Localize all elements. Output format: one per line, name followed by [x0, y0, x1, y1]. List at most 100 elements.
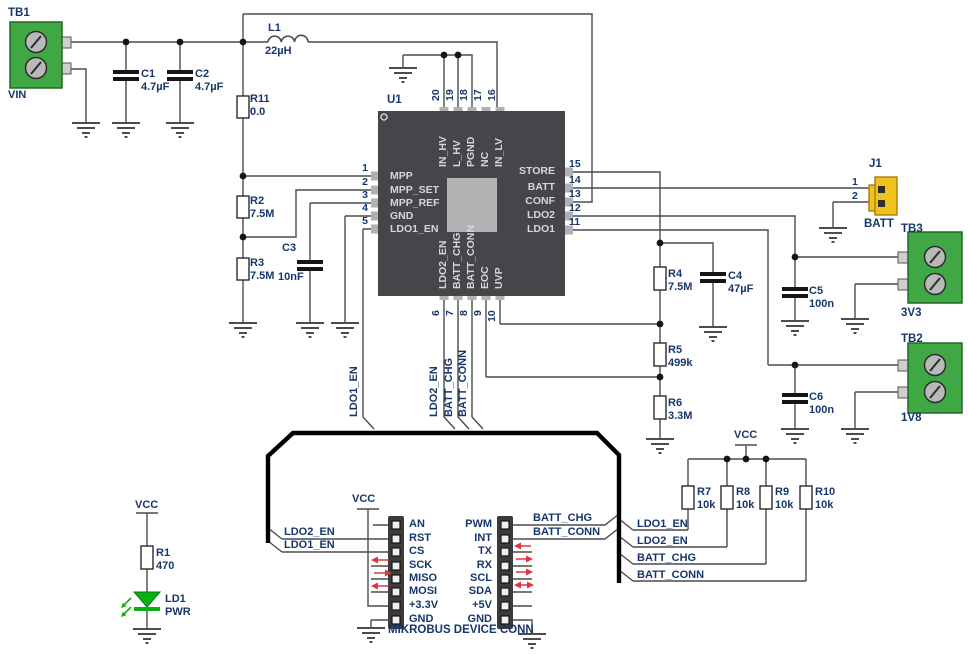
u1-pin10-num: 10	[486, 310, 498, 322]
net-batt-chg-vertical: BATT_CHG	[443, 357, 455, 417]
c6-value: 100n	[809, 404, 835, 416]
mikrobus-title: MIKROBUS DEVICE CONN	[388, 624, 534, 636]
l1-value: 22µH	[265, 45, 292, 57]
u1-pin-l-hv: L_HV	[451, 140, 463, 167]
wires	[71, 13, 898, 633]
r7-ref: R7	[697, 486, 712, 498]
led-ld1	[121, 591, 162, 617]
mikrobus-pin-gnd-right: GND	[467, 613, 492, 625]
tb2-ref: TB2	[901, 333, 923, 345]
net-ldo1-en-vertical: LDO1_EN	[348, 366, 360, 417]
signal-bus	[265, 430, 622, 583]
u1-pin-mpp: MPP	[390, 170, 413, 182]
u1-pin9-num: 9	[472, 310, 484, 316]
r6-value: 3.3M	[668, 410, 693, 422]
tb3-terminal[interactable]	[897, 231, 963, 304]
l1-ref: L1	[268, 22, 281, 34]
r8-value: 10k	[736, 499, 755, 511]
u1-ref: U1	[387, 94, 402, 106]
u1-pin6-num: 6	[430, 310, 442, 316]
r4-ref: R4	[668, 268, 683, 280]
r7-value: 10k	[697, 499, 716, 511]
u1-pin-batt-conn: BATT_CONN	[465, 225, 477, 289]
net-batt-conn-right: BATT_CONN	[637, 569, 705, 581]
r10-value: 10k	[815, 499, 834, 511]
mikrobus-pin-sda: SDA	[468, 585, 492, 597]
mikrobus-pin-an: AN	[409, 518, 425, 530]
r3-ref: R3	[250, 257, 265, 269]
c3-ref: C3	[282, 242, 297, 254]
u1-pin7-num: 7	[444, 310, 456, 316]
r2-ref: R2	[250, 195, 265, 207]
tb1-ref: TB1	[8, 7, 30, 19]
u1-chip	[371, 107, 573, 300]
net-batt-conn-mid: BATT_CONN	[533, 526, 601, 538]
c6-ref: C6	[809, 391, 824, 403]
net-ldo2-en-vertical: LDO2_EN	[428, 366, 440, 417]
mikrobus-pin-tx: TX	[477, 545, 492, 557]
pin1-marker	[380, 113, 388, 121]
mikrobus-pin-gnd-left: GND	[409, 613, 434, 625]
u1-pin-in-hv: IN_HV	[437, 136, 449, 167]
mikrobus-pin-3v3: +3.3V	[409, 599, 439, 611]
u1-pin-ldo1: LDO1	[526, 223, 555, 235]
net-ldo2-en-left: LDO2_EN	[284, 526, 335, 538]
u1-pin17-num: 17	[472, 89, 484, 101]
pullup-vcc-label: VCC	[734, 429, 758, 441]
mikrobus-pin-int: INT	[474, 532, 492, 544]
u1-pin18-num: 18	[458, 89, 470, 101]
r1-value: 470	[156, 560, 175, 572]
u1-pin-gnd: GND	[390, 210, 414, 222]
net-batt-chg-right: BATT_CHG	[637, 552, 697, 564]
mikrobus-left-header[interactable]	[388, 516, 404, 629]
u1-pin1-num: 1	[362, 162, 368, 174]
c5-ref: C5	[809, 285, 824, 297]
mikrobus-pin-mosi: MOSI	[409, 585, 438, 597]
c1-value: 4.7µF	[141, 81, 170, 93]
u1-pin-uvp: UVP	[493, 267, 505, 289]
mikrobus-vcc-label: VCC	[352, 493, 376, 505]
c2-ref: C2	[195, 68, 210, 80]
tb1-terminal[interactable]	[9, 21, 72, 89]
capacitors	[113, 70, 808, 404]
tb2-terminal[interactable]	[897, 342, 963, 414]
u1-pin11-num: 11	[569, 216, 581, 228]
net-batt-conn-vertical: BATT_CONN	[457, 349, 469, 417]
u1-pin2-num: 2	[362, 176, 368, 188]
u1-pin5-num: 5	[362, 215, 368, 227]
j1-connector[interactable]	[868, 176, 898, 216]
u1-pin20-num: 20	[430, 89, 442, 101]
mikrobus-pin-pwm: PWM	[465, 518, 492, 530]
r6-ref: R6	[668, 397, 683, 409]
u1-pin3-num: 3	[362, 189, 368, 201]
u1-pin-mpp-ref: MPP_REF	[390, 197, 440, 209]
inductor-l1	[267, 34, 309, 43]
u1-pin-eoc: EOC	[479, 266, 491, 289]
r1-ref: R1	[156, 547, 171, 559]
r5-value: 499k	[668, 357, 693, 369]
u1-pin12-num: 12	[569, 202, 581, 214]
r11-ref: R11	[250, 93, 270, 105]
net-ldo1-en-right: LDO1_EN	[637, 518, 688, 530]
mikrobus-right-header[interactable]	[497, 516, 513, 629]
c2-value: 4.7µF	[195, 81, 224, 93]
ld1-ref: LD1	[165, 593, 186, 605]
ld1-net-label: PWR	[165, 606, 191, 618]
u1-pin-ldo1-en: LDO1_EN	[390, 223, 439, 235]
u1-pin4-num: 4	[362, 202, 368, 214]
u1-pin14-num: 14	[569, 174, 581, 186]
tb3-ref: TB3	[901, 223, 923, 235]
tb2-net-label: 1V8	[901, 412, 922, 424]
u1-pin-batt: BATT	[527, 181, 555, 193]
u1-pin15-num: 15	[569, 158, 581, 170]
mikrobus-pin-cs: CS	[409, 545, 425, 557]
j1-net-label: BATT	[864, 218, 894, 230]
r11-value: 0.0	[250, 106, 266, 118]
u1-pin-ldo2: LDO2	[526, 209, 555, 221]
net-ldo1-en-left: LDO1_EN	[284, 539, 335, 551]
c1-ref: C1	[141, 68, 156, 80]
u1-pin8-num: 8	[458, 310, 470, 316]
led-vcc-label: VCC	[135, 499, 159, 511]
u1-pin13-num: 13	[569, 188, 581, 200]
j1-pin1-num: 1	[852, 176, 858, 188]
